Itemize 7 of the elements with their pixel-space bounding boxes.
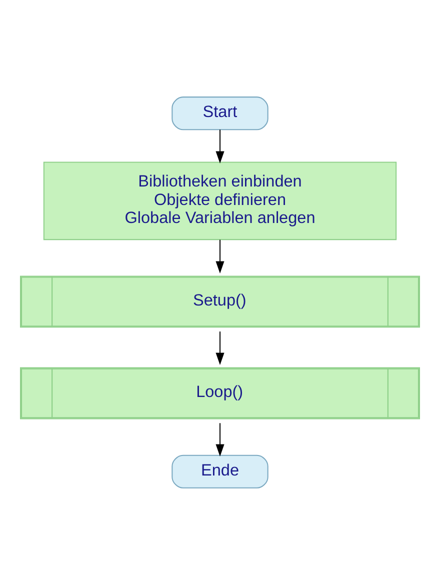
node-box: Bibliotheken einbinden Objekte definieren Globale Variablen anlegen — [43, 162, 397, 240]
arrow — [216, 423, 224, 457]
node-box: Ende — [172, 454, 268, 488]
arrow — [216, 332, 224, 365]
arrow — [216, 240, 224, 274]
node-box: Start — [172, 96, 268, 130]
arrow — [216, 130, 224, 164]
